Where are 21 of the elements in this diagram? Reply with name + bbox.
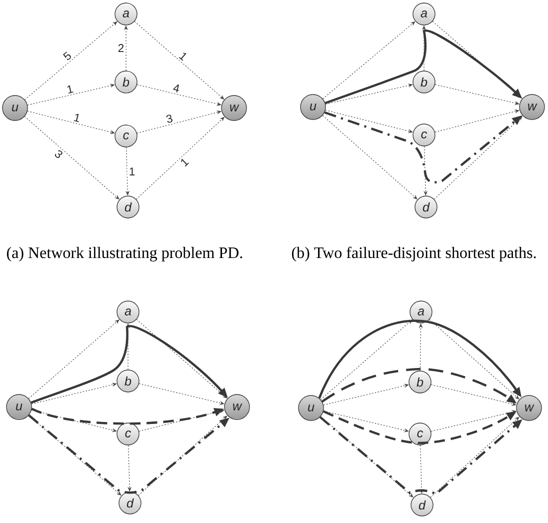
arrow	[429, 319, 520, 400]
edge-label: 2	[116, 42, 126, 54]
edge-label: 1	[176, 48, 190, 64]
arrow	[27, 84, 115, 106]
arrow	[31, 382, 117, 404]
arrow	[430, 416, 520, 498]
edge-label: 1	[64, 82, 76, 96]
caption: (b) Two failure-disjoint shortest paths.	[292, 246, 536, 262]
arrow	[323, 384, 409, 406]
edge-label: 3	[163, 112, 176, 126]
edge-label: 1	[71, 111, 83, 124]
edge-label: 1	[127, 166, 137, 177]
arrow	[322, 21, 416, 100]
arrow	[434, 84, 520, 105]
edge-label: 5	[60, 48, 75, 64]
edge-label: 1	[177, 154, 192, 170]
path-arrow	[318, 320, 522, 399]
caption: (a) Network illustrating problem PD.	[6, 246, 242, 262]
edge-label: 4	[170, 82, 182, 95]
edge-label: 3	[51, 146, 66, 162]
arrow	[138, 416, 228, 496]
